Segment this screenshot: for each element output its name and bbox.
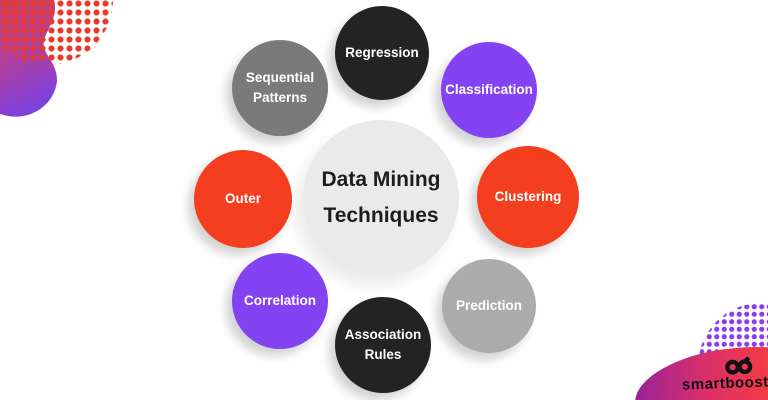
- technique-circle-classification: Classification: [441, 42, 537, 138]
- technique-circle-clustering: Clustering: [477, 146, 579, 248]
- technique-circle-correlation: Correlation: [232, 253, 328, 349]
- technique-circle-prediction: Prediction: [442, 259, 536, 353]
- technique-label: Association Rules: [344, 327, 422, 362]
- technique-circle-outer: Outer: [194, 150, 292, 248]
- gradient-blob-top-left: [0, 0, 58, 117]
- diagram-title: Data Mining Techniques: [322, 162, 441, 234]
- technique-label: Clustering: [494, 189, 562, 205]
- center-circle: Data Mining Techniques: [303, 120, 459, 276]
- diagram-title-line1: Data Mining: [321, 168, 441, 191]
- technique-circle-association-rules: Association Rules: [335, 297, 431, 393]
- technique-label: Regression: [345, 45, 419, 61]
- logo-text: smartboost: [681, 373, 768, 394]
- smartboost-logo: smartboost: [677, 355, 768, 394]
- infinity-loops-icon: [725, 356, 753, 375]
- technique-label: Classification: [445, 82, 533, 98]
- technique-label: Prediction: [455, 298, 522, 314]
- dot-pattern-top-left: [0, 0, 113, 65]
- technique-circle-sequential-patterns: Sequential Patterns: [232, 40, 328, 136]
- technique-label: Outer: [224, 191, 261, 207]
- technique-circle-regression: Regression: [335, 6, 429, 100]
- technique-label: Sequential Patterns: [245, 70, 315, 105]
- technique-label: Correlation: [243, 293, 316, 309]
- diagram-title-line2: Techniques: [323, 204, 439, 227]
